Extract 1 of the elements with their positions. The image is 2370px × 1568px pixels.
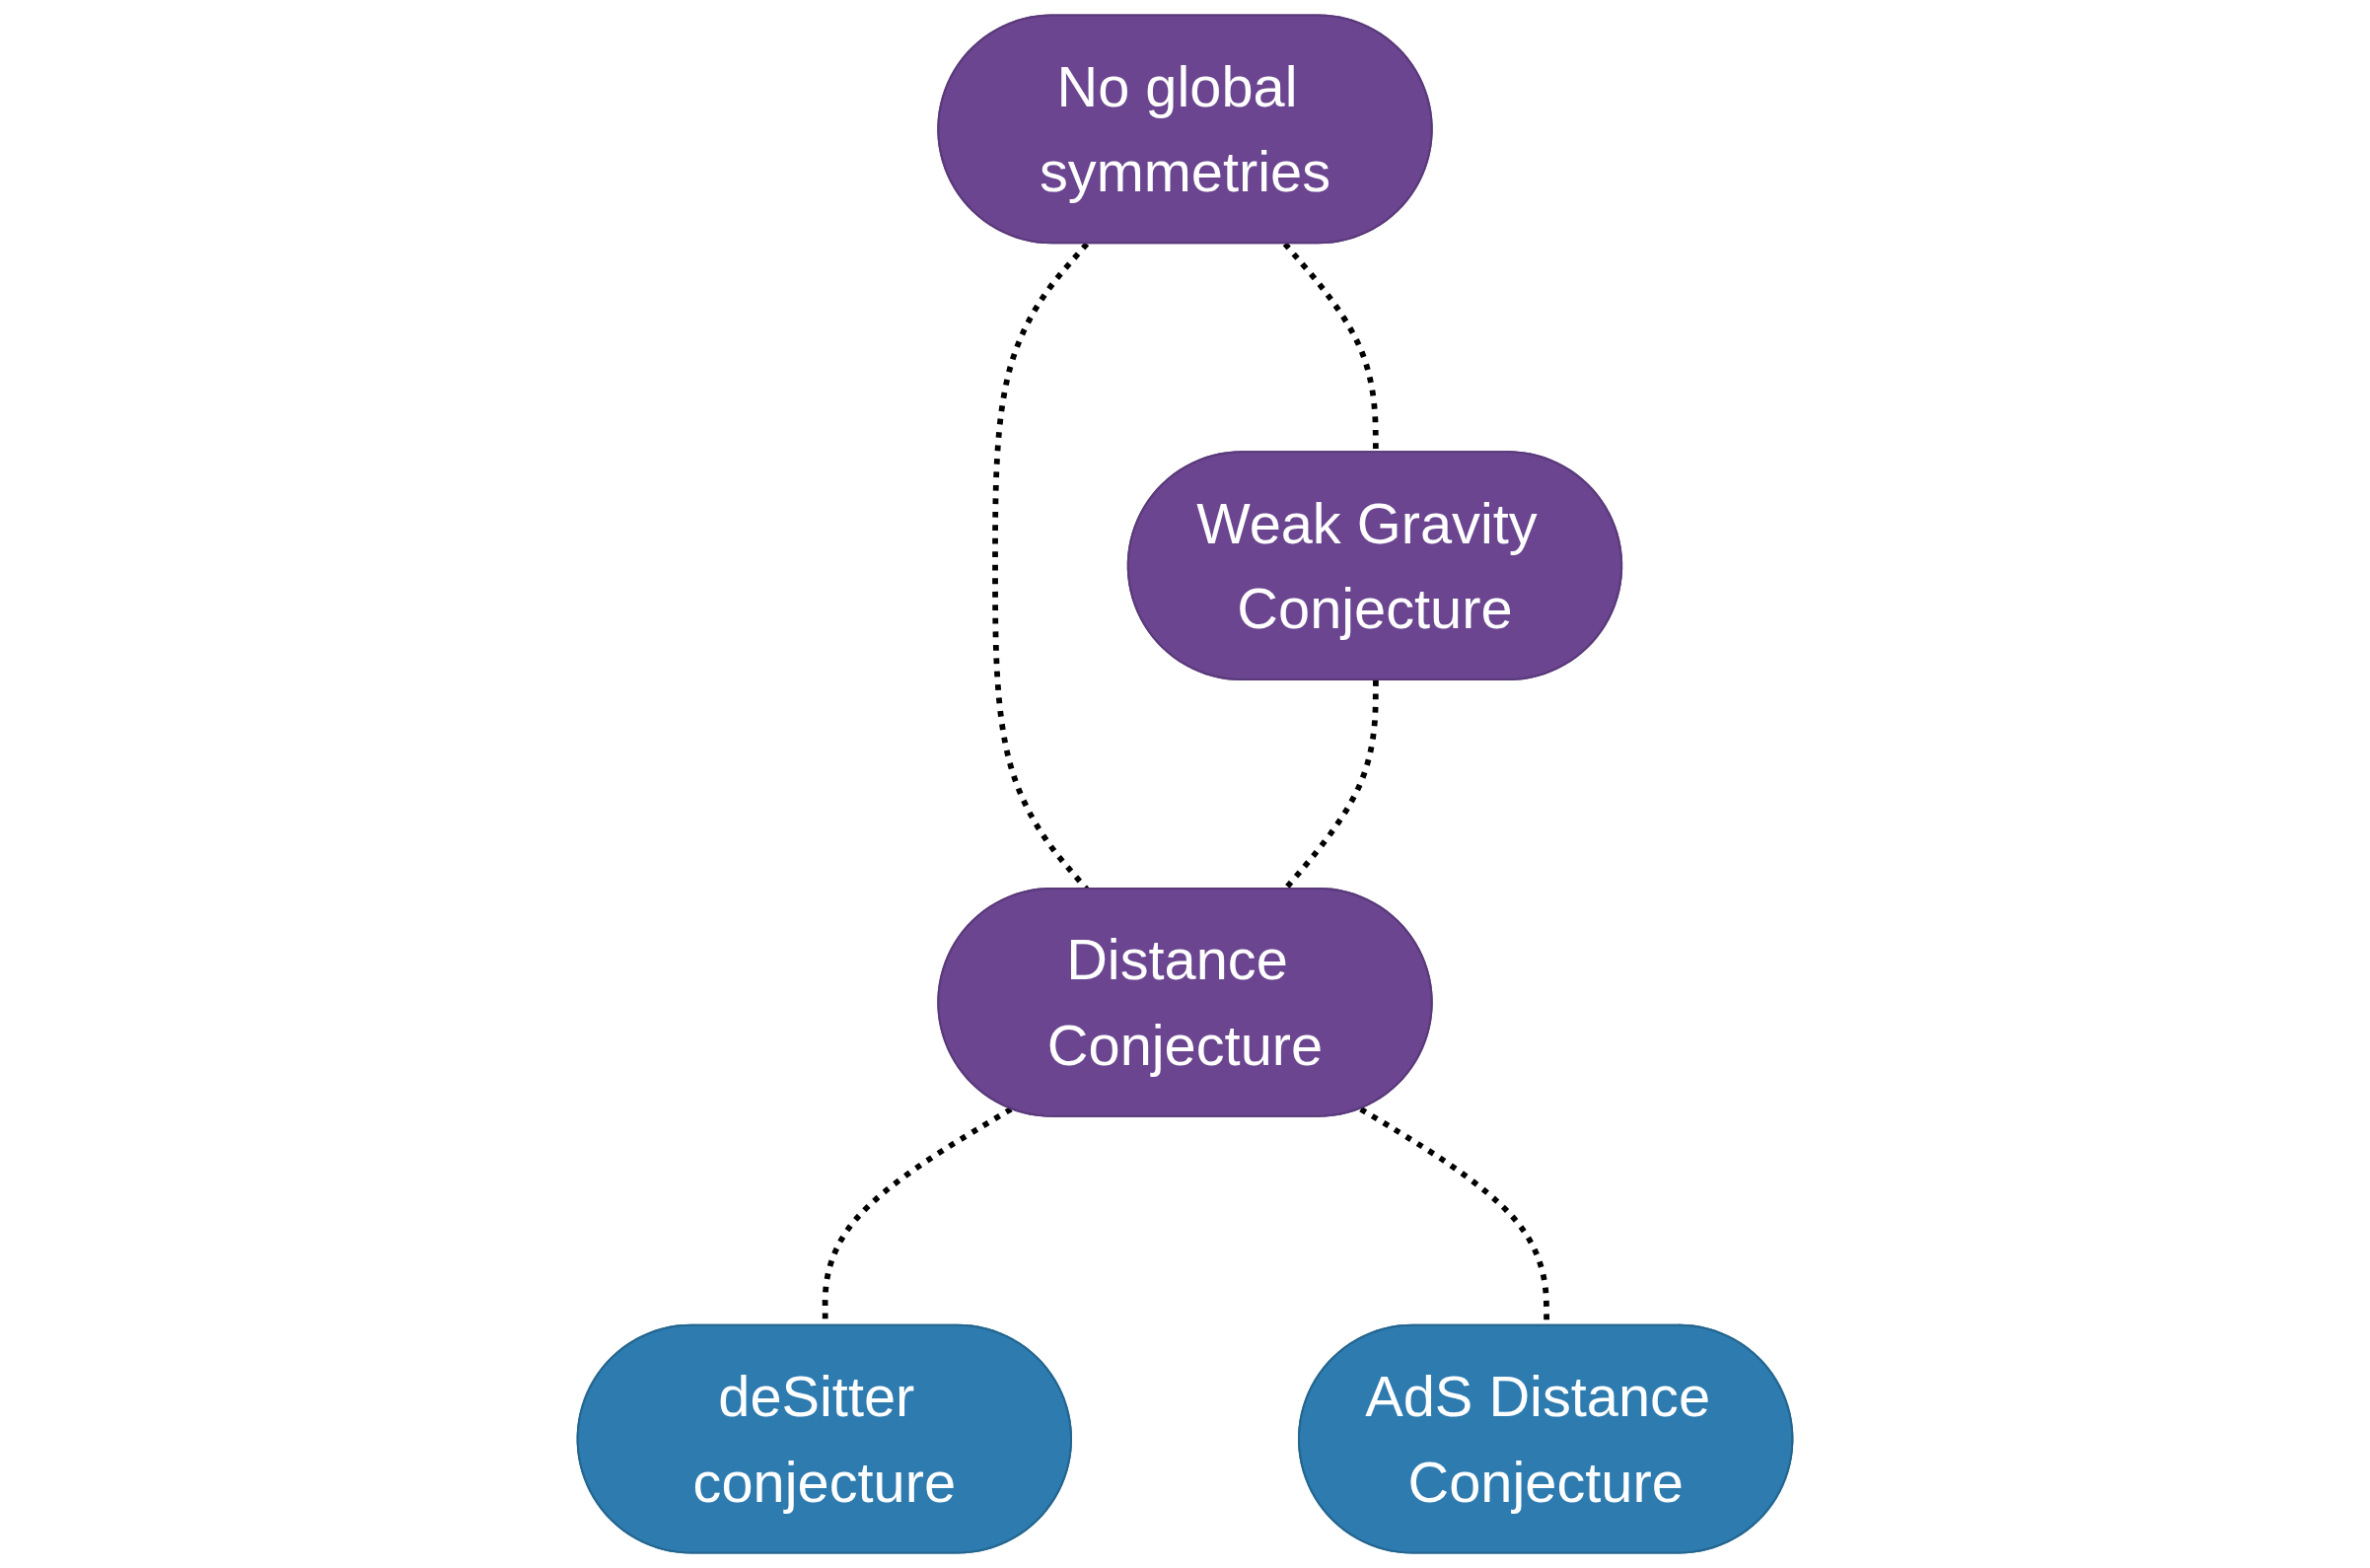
diagram-area: No global symmetries Weak Gravity Conjecture Distance Conjecture deSitter conjecture AdS Distance Conjecture xyxy=(0,0,2370,1568)
